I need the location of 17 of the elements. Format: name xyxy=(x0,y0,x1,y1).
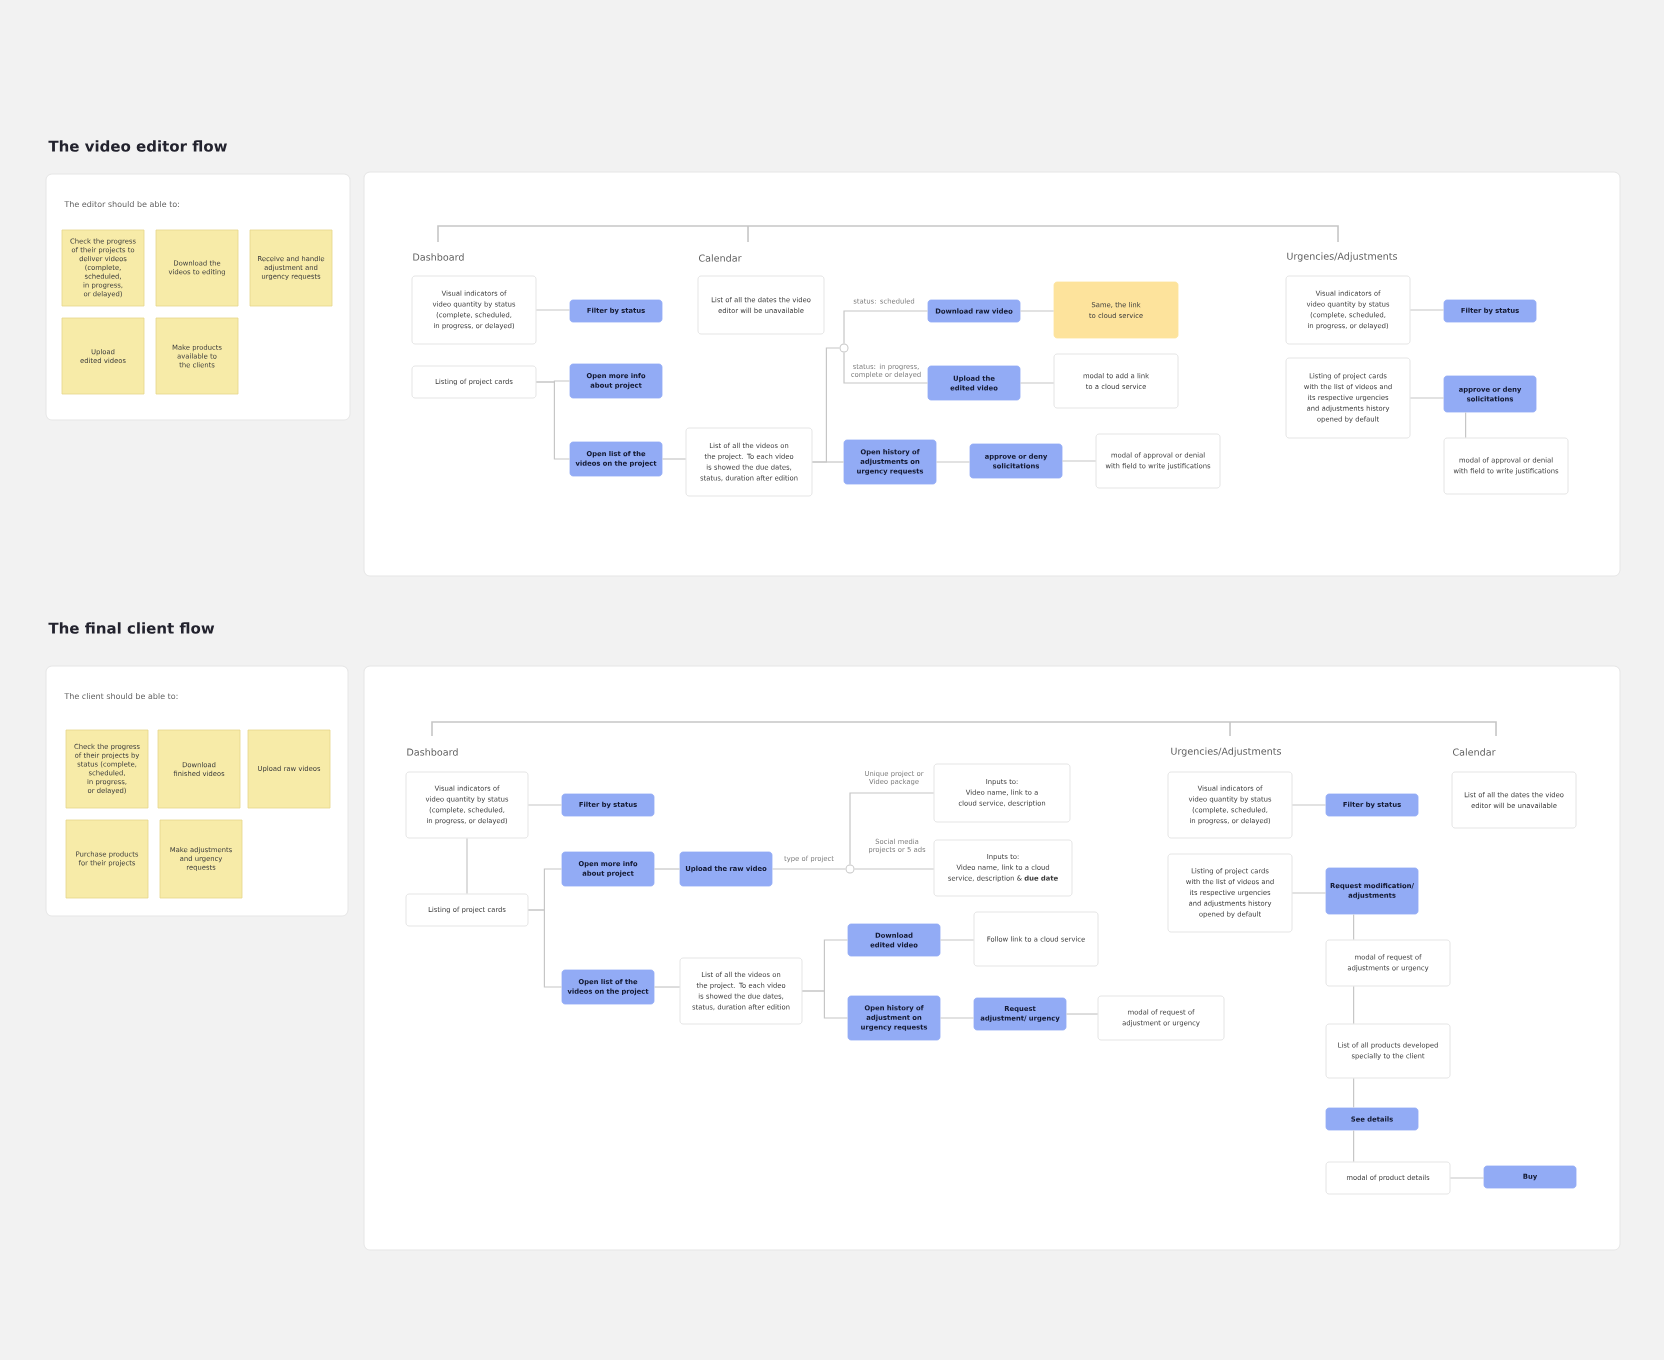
connector-line xyxy=(653,986,681,988)
connector-line xyxy=(527,909,563,988)
connector-line xyxy=(849,792,935,866)
connector-line xyxy=(661,458,687,460)
connector-line xyxy=(1065,1013,1099,1015)
connector-line xyxy=(535,381,571,460)
connector-line xyxy=(811,461,845,463)
connector-line xyxy=(843,310,929,345)
connector-line xyxy=(653,868,681,870)
connector-line xyxy=(843,351,929,384)
connector-line xyxy=(466,837,468,895)
connector-line xyxy=(1353,1129,1355,1163)
connector-line xyxy=(1353,985,1355,1025)
connector-line xyxy=(1353,913,1355,941)
connector-line xyxy=(1465,411,1467,439)
connector-line xyxy=(1353,1077,1355,1109)
connector-line xyxy=(801,990,849,1019)
